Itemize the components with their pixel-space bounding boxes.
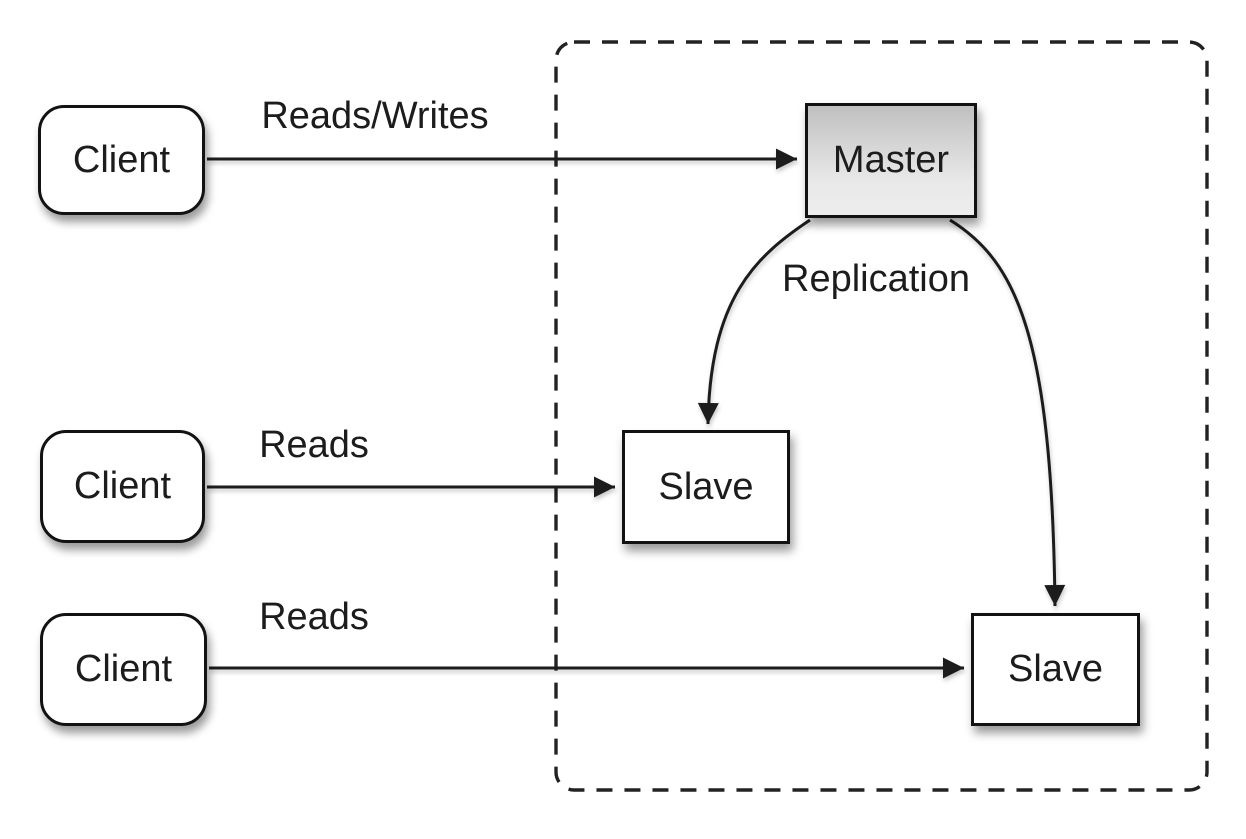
node-client-2-label: Client xyxy=(73,465,172,507)
edge-label-reads-slave1: Reads xyxy=(259,424,369,466)
node-client-3: Client xyxy=(40,613,207,726)
node-slave-2-label: Slave xyxy=(1007,648,1104,690)
replication-arrow-right xyxy=(949,218,1066,607)
node-client-1: Client xyxy=(38,105,205,215)
node-slave-1-label: Slave xyxy=(658,465,754,508)
node-client-3-label: Client xyxy=(74,648,173,690)
node-master-label: Master xyxy=(832,139,950,181)
edge-label-reads-slave2: Reads xyxy=(259,596,369,638)
replication-arrow-left xyxy=(697,218,811,425)
edge-label-reads-writes: Reads/Writes xyxy=(261,95,489,137)
node-slave-2: Slave xyxy=(971,613,1140,726)
server-group-boundary xyxy=(554,40,1209,792)
node-slave-1: Slave xyxy=(622,430,790,544)
node-master: Master xyxy=(805,103,977,218)
node-client-2: Client xyxy=(40,430,205,543)
node-client-1-label: Client xyxy=(72,138,171,181)
edge-label-replication: Replication xyxy=(782,258,970,300)
